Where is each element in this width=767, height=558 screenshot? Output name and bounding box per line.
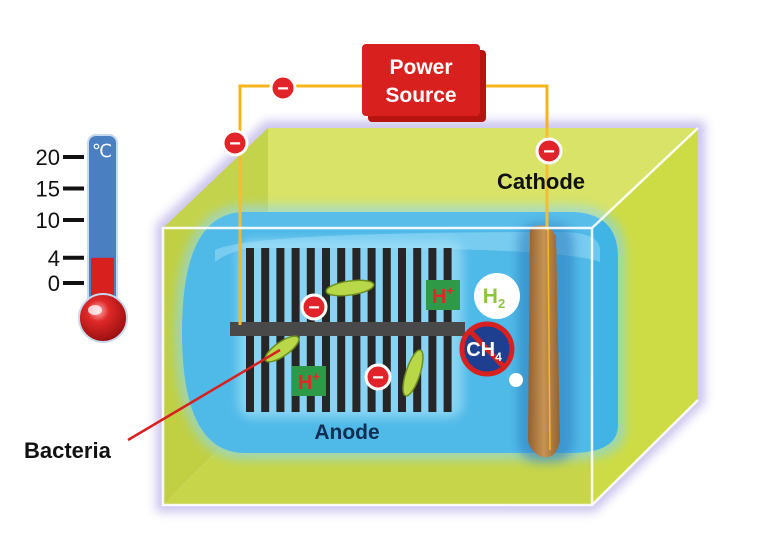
thermometer: ℃ 20 15 10 40: [36, 134, 128, 343]
bacterium: [325, 279, 375, 297]
svg-text:−: −: [308, 297, 320, 319]
bacteria-label: Bacteria: [24, 438, 112, 463]
svg-text:−: −: [543, 141, 555, 163]
hydrogen-molecule: H2: [474, 273, 520, 319]
electron-marker: −: [535, 137, 563, 165]
cathode-electrode: [528, 225, 560, 458]
box-top-face: [163, 128, 698, 228]
box-edges: [161, 127, 699, 507]
cathode-label: Cathode: [497, 169, 585, 194]
anode-label: Anode: [314, 421, 379, 444]
bacteria-group: [264, 279, 424, 397]
electron-marker: −: [269, 74, 297, 102]
electron-marker: −: [221, 129, 249, 157]
external-circuit: [238, 84, 549, 325]
svg-text:−: −: [229, 133, 241, 155]
thermometer-unit: ℃: [92, 141, 112, 162]
svg-text:H2: H2: [483, 285, 505, 311]
thermometer-bulb: [78, 293, 128, 343]
svg-text:H+: H+: [432, 283, 454, 308]
bacteria-pointer: [127, 348, 281, 442]
thermometer-tick-label: 10: [36, 208, 60, 233]
anode-crossbar: [230, 322, 465, 336]
bacterium: [402, 349, 424, 397]
svg-text:−: −: [372, 367, 384, 389]
thermometer-tick-label: 0: [48, 271, 60, 296]
thermometer-tick-label: 20: [36, 145, 60, 170]
methane-molecule: CH4: [459, 321, 515, 377]
power-source-box: [362, 44, 480, 116]
wire-cathode: [480, 84, 549, 230]
electron-marker: −: [300, 293, 328, 321]
gas-bubble: [509, 373, 523, 387]
svg-text:CH4: CH4: [466, 339, 502, 364]
proton-marker: H+: [426, 280, 460, 310]
svg-text:H+: H+: [298, 369, 320, 394]
thermometer-scale: 20 15 10 40: [36, 145, 84, 296]
power-source: Power Source: [362, 44, 486, 122]
thermometer-tick-label: 4: [48, 246, 60, 271]
cathode-line: [547, 227, 551, 451]
bacterium: [264, 335, 300, 363]
power-source-label-line2: Source: [385, 84, 456, 107]
electron-marker: −: [364, 363, 392, 391]
power-source-label-line1: Power: [389, 56, 452, 79]
svg-text:−: −: [277, 78, 289, 100]
cathode: [518, 222, 574, 462]
thermometer-tick-label: 15: [36, 177, 60, 202]
proton-marker: H+: [292, 366, 326, 396]
wire-anode: [238, 84, 365, 325]
